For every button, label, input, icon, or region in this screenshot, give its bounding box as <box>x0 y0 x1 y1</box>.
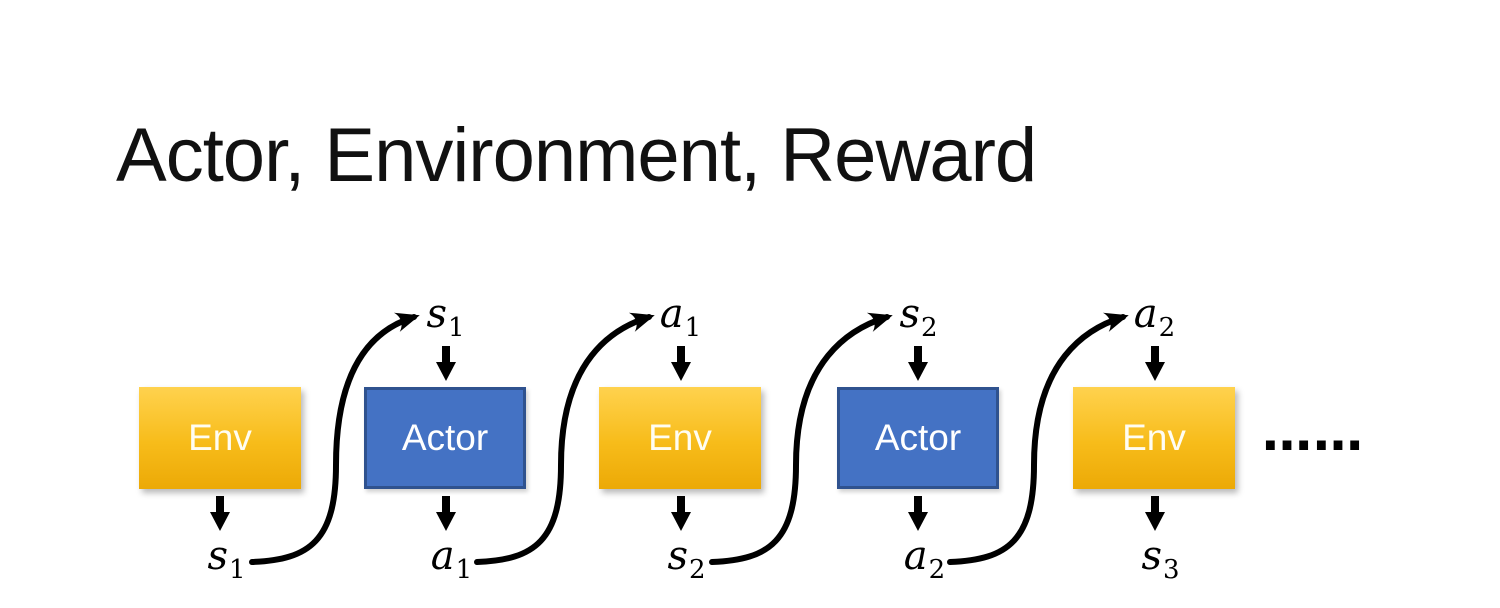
top-label-s1: s1 <box>375 291 515 342</box>
bottom-label-s3-sub: 3 <box>1162 555 1180 585</box>
bottom-label-s1-base: s <box>207 533 228 579</box>
top-label-s1-sub: 1 <box>447 313 465 343</box>
top-label-a1-base: a <box>659 291 684 337</box>
curve-arrow-s2 <box>709 312 893 565</box>
env-box-3: Env <box>1073 387 1235 489</box>
continuation-ellipsis: …… <box>1262 404 1364 462</box>
bottom-label-a2-base: a <box>903 533 928 579</box>
top-label-s2: s2 <box>848 291 988 342</box>
env-box-2-label: Env <box>648 417 712 458</box>
bottom-label-a1-base: a <box>430 533 455 579</box>
curve-arrow-s1 <box>249 312 420 565</box>
top-label-a2: a2 <box>1084 291 1224 342</box>
bottom-label-a1-sub: 1 <box>455 555 473 585</box>
env-box-2: Env <box>599 387 761 489</box>
bottom-label-s2-sub: 2 <box>688 555 706 585</box>
top-label-s2-base: s <box>899 291 920 337</box>
bottom-label-s2-base: s <box>667 533 688 579</box>
bottom-label-s3-base: s <box>1141 533 1162 579</box>
actor-box-2: Actor <box>837 387 999 489</box>
top-label-a2-sub: 2 <box>1158 313 1176 343</box>
bottom-label-s3: s3 <box>1090 533 1230 584</box>
actor-box-1: Actor <box>364 387 526 489</box>
bottom-label-s1: s1 <box>156 533 296 584</box>
top-label-s1-base: s <box>426 291 447 337</box>
curve-arrow-a2 <box>947 312 1129 565</box>
top-label-a1-sub: 1 <box>684 313 702 343</box>
top-label-a2-base: a <box>1133 291 1158 337</box>
bottom-label-s1-sub: 1 <box>228 555 246 585</box>
actor-box-1-label: Actor <box>401 417 489 458</box>
actor-box-2-label: Actor <box>874 417 962 458</box>
curve-arrow-a1 <box>474 312 655 565</box>
bottom-label-a2-sub: 2 <box>928 555 946 585</box>
top-label-s2-sub: 2 <box>920 313 938 343</box>
env-box-1-label: Env <box>188 417 252 458</box>
bottom-label-s2: s2 <box>616 533 756 584</box>
top-label-a1: a1 <box>610 291 750 342</box>
env-box-1: Env <box>139 387 301 489</box>
page-title: Actor, Environment, Reward <box>116 113 1037 198</box>
bottom-label-a1: a1 <box>381 533 521 584</box>
bottom-label-a2: a2 <box>854 533 994 584</box>
env-box-3-label: Env <box>1122 417 1186 458</box>
